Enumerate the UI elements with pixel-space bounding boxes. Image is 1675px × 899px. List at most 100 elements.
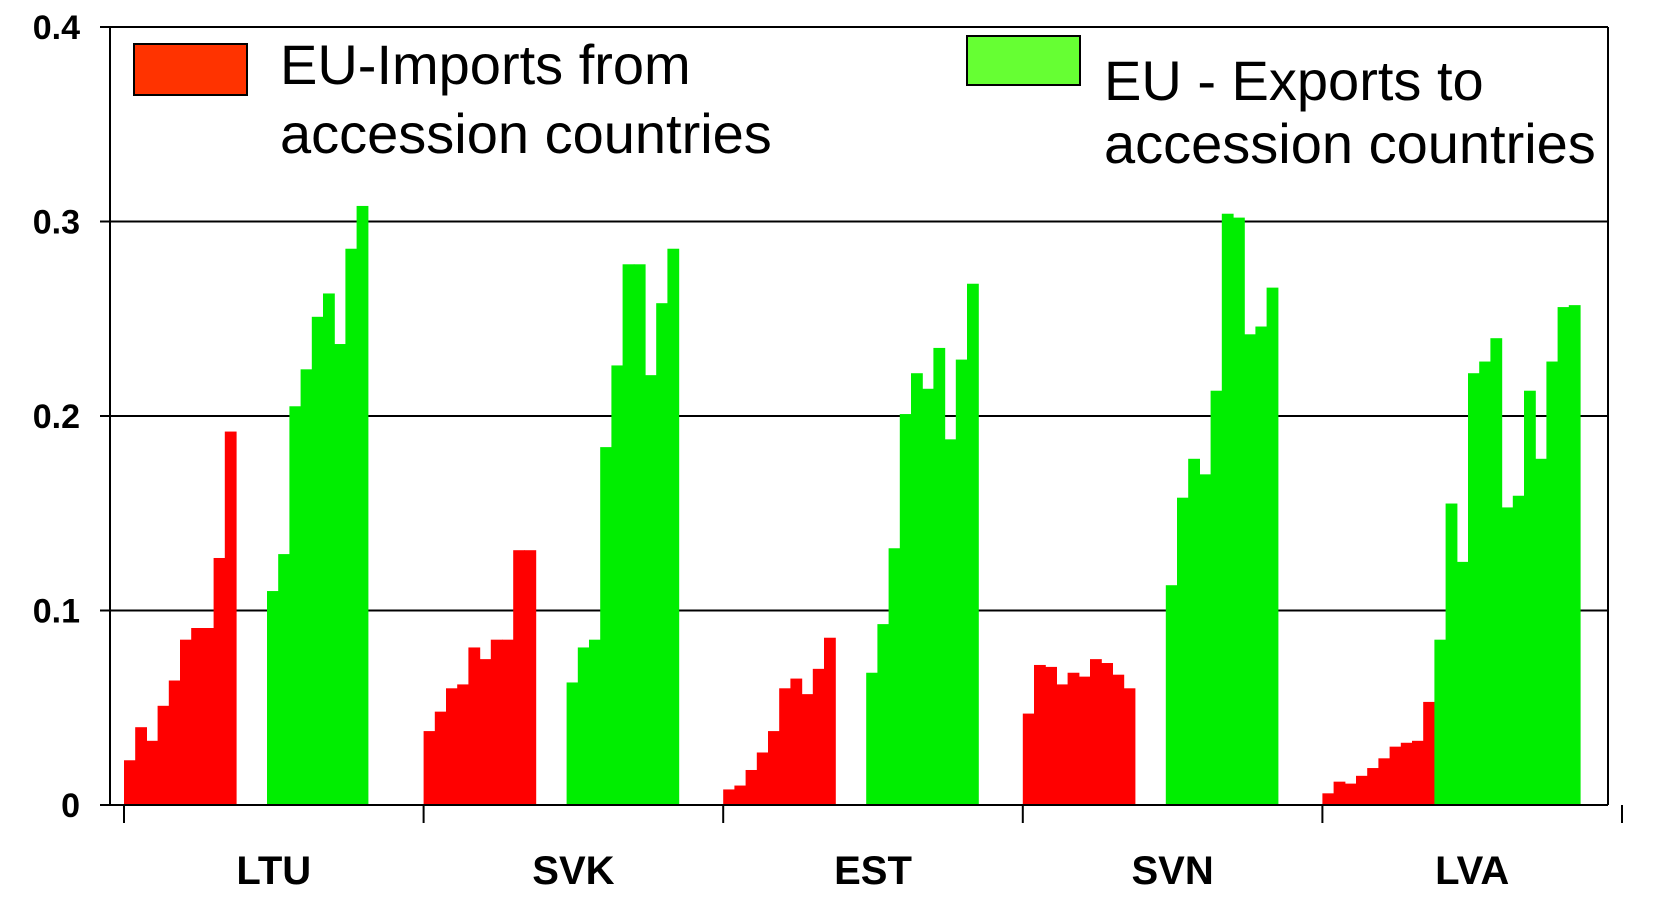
export-bar xyxy=(566,682,579,805)
export-bar xyxy=(1177,497,1189,805)
export-bar xyxy=(1445,503,1458,805)
import-bar xyxy=(1067,672,1080,805)
export-bar xyxy=(922,388,934,805)
export-bar xyxy=(1568,305,1581,805)
import-bar xyxy=(1412,740,1424,805)
export-bar xyxy=(267,591,279,805)
export-bar xyxy=(955,359,968,805)
import-bar xyxy=(801,694,814,805)
export-bar xyxy=(589,639,601,805)
export-bar xyxy=(356,205,369,805)
legend-label: EU-Imports from xyxy=(280,33,691,96)
import-bar xyxy=(1389,746,1402,805)
import-bar xyxy=(768,731,780,805)
export-bar xyxy=(656,303,668,805)
import-bar xyxy=(423,731,436,805)
import-bar xyxy=(1022,713,1035,805)
import-bar xyxy=(756,752,769,805)
y-tick-label: 0.2 xyxy=(33,398,80,436)
import-bar xyxy=(1034,664,1046,805)
export-bar xyxy=(300,369,313,805)
export-bar xyxy=(866,672,878,805)
import-bar xyxy=(502,639,514,805)
export-bar xyxy=(667,248,680,806)
export-bar xyxy=(1557,307,1570,805)
import-bar xyxy=(1045,666,1057,805)
export-bar xyxy=(311,316,324,805)
import-bar xyxy=(1322,793,1335,805)
import-bar xyxy=(824,637,836,805)
import-bar xyxy=(790,678,803,805)
import-bar xyxy=(723,789,735,805)
y-tick-label: 0.1 xyxy=(33,593,80,631)
export-bar xyxy=(1524,390,1536,805)
import-bar xyxy=(479,659,492,805)
export-bar xyxy=(622,264,635,805)
legend-label: EU - Exports to xyxy=(1104,49,1484,112)
export-bar xyxy=(645,375,657,805)
import-bar xyxy=(1423,701,1435,805)
export-bar xyxy=(633,264,646,805)
import-bar xyxy=(1378,758,1391,805)
import-bar xyxy=(168,680,181,805)
x-category-label: LVA xyxy=(1435,849,1509,893)
export-bar xyxy=(1546,361,1559,805)
y-tick-label: 0.3 xyxy=(33,204,80,242)
import-bar xyxy=(1344,783,1357,805)
x-category-label: SVN xyxy=(1131,849,1213,893)
export-bar xyxy=(1456,561,1469,805)
export-bar xyxy=(1255,326,1268,805)
import-bar xyxy=(446,688,458,805)
import-bar xyxy=(468,647,481,805)
import-bar xyxy=(812,668,825,805)
import-bar xyxy=(1078,676,1091,805)
export-bar xyxy=(289,406,302,805)
export-bar xyxy=(323,293,335,805)
import-bar xyxy=(490,639,503,805)
import-bar xyxy=(1123,688,1136,805)
import-bar xyxy=(202,628,215,805)
export-bar xyxy=(1266,287,1279,805)
import-bar xyxy=(157,705,170,805)
export-bar xyxy=(1165,585,1178,805)
import-bar xyxy=(524,550,537,805)
import-bar xyxy=(1090,659,1102,805)
import-bar xyxy=(434,711,447,805)
export-bar xyxy=(278,554,290,805)
export-bar xyxy=(1479,361,1491,805)
import-bar xyxy=(224,431,237,805)
import-bar xyxy=(1112,674,1125,805)
import-bar xyxy=(1101,663,1113,805)
y-tick-label: 0 xyxy=(61,787,80,825)
import-bar xyxy=(734,785,747,805)
export-bar xyxy=(1468,373,1480,805)
import-bar xyxy=(457,684,469,805)
export-bar xyxy=(1535,458,1547,805)
legend-swatch xyxy=(133,43,248,96)
import-bar xyxy=(1356,775,1368,805)
x-category-label: SVK xyxy=(532,849,614,893)
export-bar xyxy=(877,624,890,805)
import-bar xyxy=(513,550,525,805)
export-bar xyxy=(600,447,612,805)
import-bar xyxy=(1367,768,1379,805)
import-bar xyxy=(180,639,192,805)
import-bar xyxy=(745,769,758,805)
export-bar xyxy=(1501,507,1514,805)
import-bar xyxy=(1056,684,1069,805)
export-bar xyxy=(1188,458,1200,805)
import-bar xyxy=(124,760,136,805)
export-bar xyxy=(1199,474,1212,805)
export-bar xyxy=(577,647,590,805)
x-category-label: LTU xyxy=(236,849,311,893)
import-bar xyxy=(213,557,226,805)
import-bar xyxy=(191,628,203,805)
export-bar xyxy=(1221,213,1234,806)
import-bar xyxy=(135,727,147,805)
import-bar xyxy=(1400,742,1413,805)
export-bar xyxy=(1434,639,1447,805)
export-bar xyxy=(1490,338,1503,805)
x-category-label: EST xyxy=(834,849,912,893)
